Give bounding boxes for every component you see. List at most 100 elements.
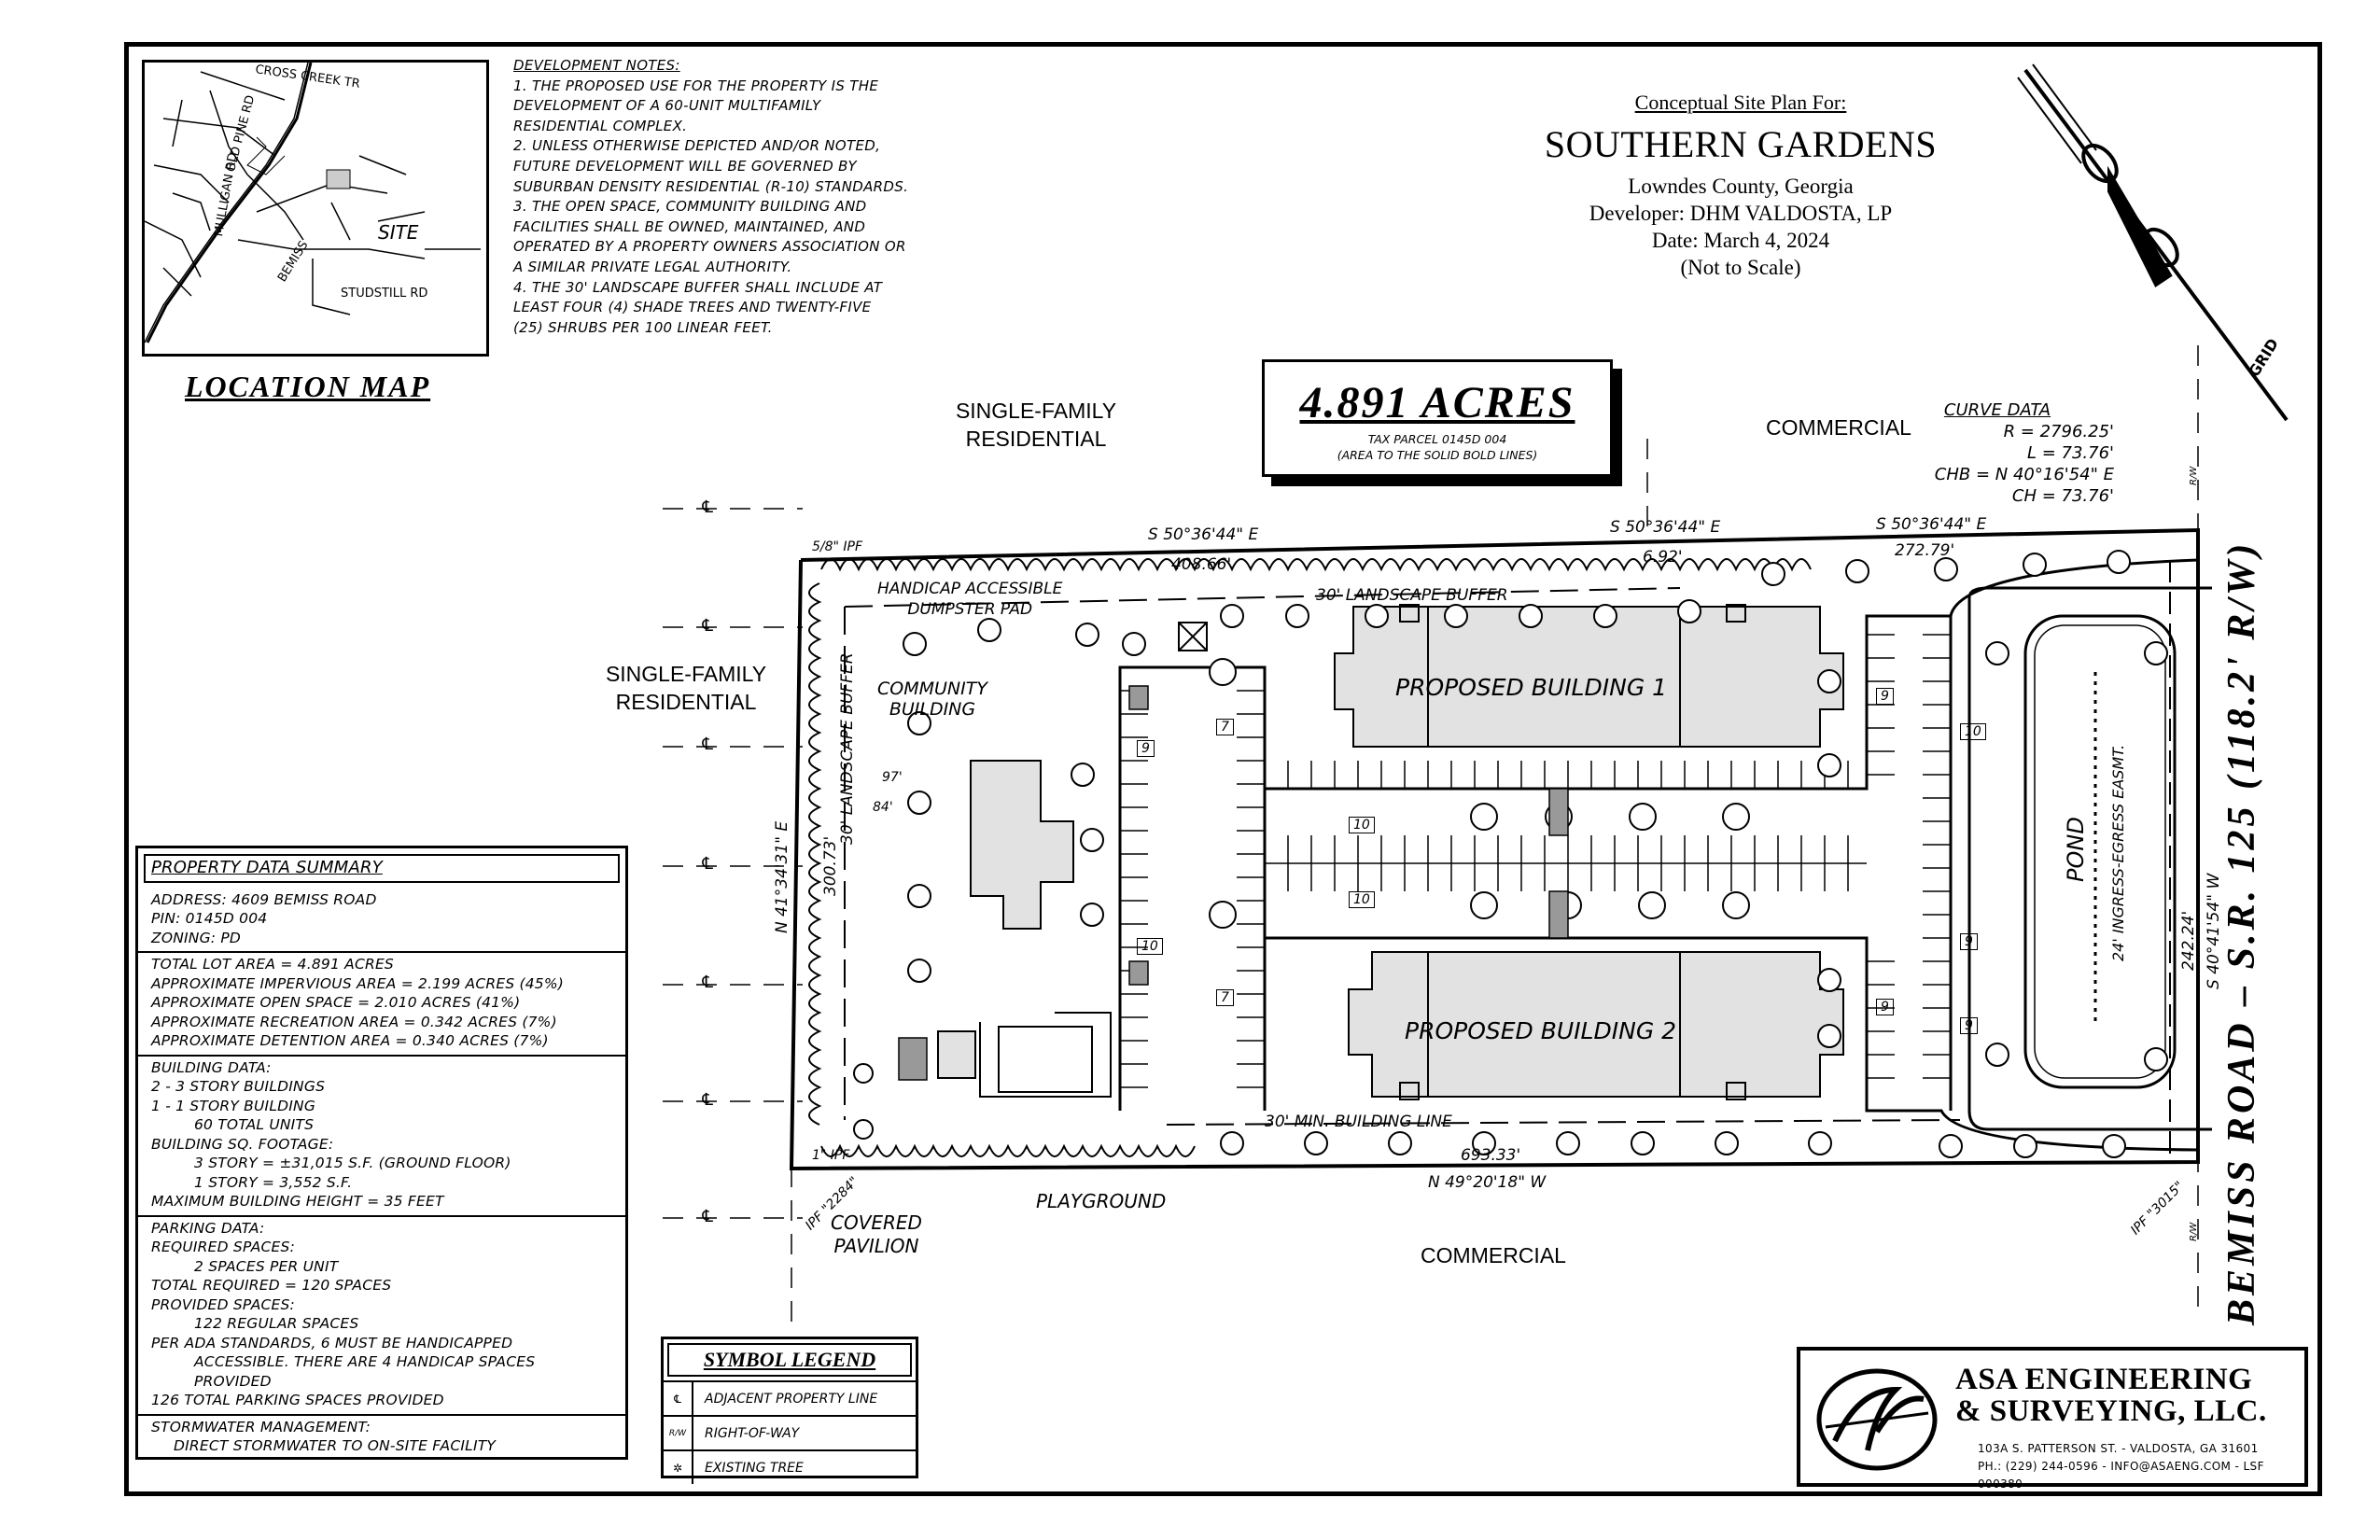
property-line-symbol: ℄ <box>700 1207 716 1226</box>
company-name-line: ASA ENGINEERING <box>1955 1363 2253 1396</box>
parking-count: 7 <box>1216 719 1234 735</box>
bearing-top-2: S 50°36'44" E <box>1610 518 1721 537</box>
location-map-drawing <box>145 63 481 343</box>
acres-note: (AREA TO THE SOLID BOLD LINES) <box>1337 448 1538 462</box>
dev-note-line: 1. THE PROPOSED USE FOR THE PROPERTY IS … <box>513 77 879 94</box>
dev-note-line: OPERATED BY A PROPERTY OWNERS ASSOCIATIO… <box>513 238 906 256</box>
summary-line: ADDRESS: 4609 BEMISS ROAD <box>151 890 377 908</box>
pavilion-label-line: COVERED <box>831 1211 922 1234</box>
dumpster-pad-label: HANDICAP ACCESSIBLE DUMPSTER PAD <box>877 579 1062 620</box>
adjacent-use-line: SINGLE-FAMILY <box>955 399 1117 423</box>
summary-line: PARKING DATA: <box>151 1219 265 1237</box>
summary-line: 1 - 1 STORY BUILDING <box>151 1097 316 1114</box>
property-line-symbol: ℄ <box>700 497 716 517</box>
property-line-symbol: ℄ <box>700 854 716 874</box>
acres-value: 4.891 ACRES <box>1299 378 1575 427</box>
development-notes-header: DEVELOPMENT NOTES: <box>513 57 680 74</box>
community-label-line: COMMUNITY <box>877 679 987 699</box>
title-block: Conceptual Site Plan For: SOUTHERN GARDE… <box>1489 89 1993 281</box>
summary-line: 2 - 3 STORY BUILDINGS <box>151 1078 326 1095</box>
legend-text: ADJACENT PROPERTY LINE <box>705 1391 878 1407</box>
parking-section: PARKING DATA: REQUIRED SPACES: 2 SPACES … <box>138 1214 625 1414</box>
summary-line: STORMWATER MANAGEMENT: <box>151 1418 371 1435</box>
adjacent-use-line: RESIDENTIAL <box>615 690 757 714</box>
summary-line: APPROXIMATE RECREATION AREA = 0.342 ACRE… <box>151 1013 557 1030</box>
summary-line: DIRECT STORMWATER TO ON-SITE FACILITY <box>174 1437 497 1454</box>
company-contact-line: PH.: (229) 244-0596 - INFO@ASAENG.COM - … <box>1978 1460 2264 1491</box>
covered-pavilion-label: COVERED PAVILION <box>831 1211 922 1258</box>
curve-line: CHB = N 40°16'54" E <box>1934 465 2114 484</box>
county: Lowndes County, Georgia <box>1628 175 1854 198</box>
legend-row: ✲ EXISTING TREE <box>664 1449 916 1484</box>
summary-line: 60 TOTAL UNITS <box>194 1116 315 1133</box>
date: Date: March 4, 2024 <box>1651 229 1830 252</box>
developer: Developer: DHM VALDOSTA, LP <box>1589 202 1893 225</box>
curve-data: CURVE DATA R = 2796.25' L = 73.76' CHB =… <box>1899 399 2114 507</box>
community-building-label: COMMUNITY BUILDING <box>877 679 987 720</box>
dumpster-label-line: HANDICAP ACCESSIBLE <box>877 580 1063 598</box>
address-section: ADDRESS: 4609 BEMISS ROAD PIN: 0145D 004… <box>138 889 625 952</box>
bearing-top-2-length: 6.92' <box>1643 548 1683 567</box>
project-title: SOUTHERN GARDENS <box>1544 123 1938 165</box>
company-address: 103A S. PATTERSON ST. - VALDOSTA, GA 316… <box>1978 1440 2304 1493</box>
proposed-building-1-label: PROPOSED BUILDING 1 <box>1395 674 1668 701</box>
dev-note-line: RESIDENTIAL COMPLEX. <box>513 117 688 134</box>
landscape-buffer-left: 30' LANDSCAPE BUFFER <box>838 652 857 845</box>
dimension-97: 97' <box>882 770 903 785</box>
adjacent-use-single-family-top: SINGLE-FAMILY RESIDENTIAL <box>919 397 1153 453</box>
pavilion-label-line: PAVILION <box>833 1235 919 1257</box>
summary-line: BUILDING SQ. FOOTAGE: <box>151 1135 334 1153</box>
easement-label: 24' INGRESS-EGRESS EASMT. <box>2109 744 2127 961</box>
property-data-summary-header: PROPERTY DATA SUMMARY <box>144 854 620 883</box>
bearing-top-1: S 50°36'44" E <box>1148 525 1259 544</box>
ipf-bottom-left: 1" IPF <box>812 1148 850 1163</box>
buildings <box>937 606 1844 1098</box>
summary-line: PROVIDED <box>194 1372 272 1390</box>
right-of-way-icon: R/W <box>664 1417 693 1449</box>
area-section: TOTAL LOT AREA = 4.891 ACRES APPROXIMATE… <box>138 951 625 1055</box>
legend-row: ℄ ADJACENT PROPERTY LINE <box>664 1380 916 1415</box>
parking-count: 9 <box>1960 933 1978 950</box>
dev-note-line: 2. UNLESS OTHERWISE DEPICTED AND/OR NOTE… <box>513 137 881 155</box>
pond-label: POND <box>2063 817 2089 882</box>
tax-parcel: TAX PARCEL 0145D 004 <box>1367 432 1507 446</box>
summary-line: APPROXIMATE OPEN SPACE = 2.010 ACRES (41… <box>151 994 521 1011</box>
curve-data-header: CURVE DATA <box>1943 400 2051 420</box>
playground-label: PLAYGROUND <box>1036 1190 1167 1212</box>
bearing-left: N 41°34'31" E <box>773 820 791 933</box>
property-data-summary: PROPERTY DATA SUMMARY ADDRESS: 4609 BEMI… <box>135 846 628 1460</box>
bearing-right-length: 242.24' <box>2179 910 2198 971</box>
parking-count: 9 <box>1876 999 1894 1015</box>
summary-line: PROVIDED SPACES: <box>151 1295 295 1313</box>
company-name: ASA ENGINEERING & SURVEYING, LLC. <box>1955 1364 2267 1427</box>
summary-line: REQUIRED SPACES: <box>151 1239 295 1255</box>
road-label-studstill: STUDSTILL RD <box>341 287 428 301</box>
summary-line: ZONING: PD <box>151 929 242 946</box>
dev-note-line: FUTURE DEVELOPMENT WILL BE GOVERNED BY <box>513 157 857 175</box>
company-address-line: 103A S. PATTERSON ST. - VALDOSTA, GA 316… <box>1978 1442 2259 1455</box>
property-line-symbol: ℄ <box>700 735 716 754</box>
company-logo-icon <box>1816 1368 1938 1471</box>
proposed-building-2-label: PROPOSED BUILDING 2 <box>1405 1017 1677 1044</box>
building-section: BUILDING DATA: 2 - 3 STORY BUILDINGS 1 -… <box>138 1054 625 1215</box>
summary-line: MAXIMUM BUILDING HEIGHT = 35 FEET <box>151 1193 444 1210</box>
company-name-line: & SURVEYING, LLC. <box>1955 1394 2267 1428</box>
dumpster-label-line: DUMPSTER PAD <box>907 600 1033 619</box>
summary-line: PIN: 0145D 004 <box>151 910 268 927</box>
curve-line: R = 2796.25' <box>2003 422 2114 441</box>
property-line-symbol: ℄ <box>700 973 716 992</box>
bearing-top-1-length: 408.66' <box>1171 555 1232 574</box>
legend-text: RIGHT-OF-WAY <box>705 1425 800 1441</box>
tree-icon: ✲ <box>664 1451 693 1484</box>
curve-line: L = 73.76' <box>2026 443 2114 463</box>
bearing-bottom-length: 693.33' <box>1461 1146 1521 1165</box>
landscape-buffer-top: 30' LANDSCAPE BUFFER <box>1316 586 1508 605</box>
drawing-sheet <box>124 42 2322 1496</box>
title-caption: Conceptual Site Plan For: <box>1634 91 1847 114</box>
parking-count: 10 <box>1349 891 1375 908</box>
dev-note-line: 4. THE 30' LANDSCAPE BUFFER SHALL INCLUD… <box>513 278 883 296</box>
summary-line: APPROXIMATE DETENTION AREA = 0.340 ACRES… <box>151 1032 549 1049</box>
parking-count: 10 <box>1137 938 1163 955</box>
adjacent-use-commercial-bottom: COMMERCIAL <box>1421 1243 1566 1267</box>
